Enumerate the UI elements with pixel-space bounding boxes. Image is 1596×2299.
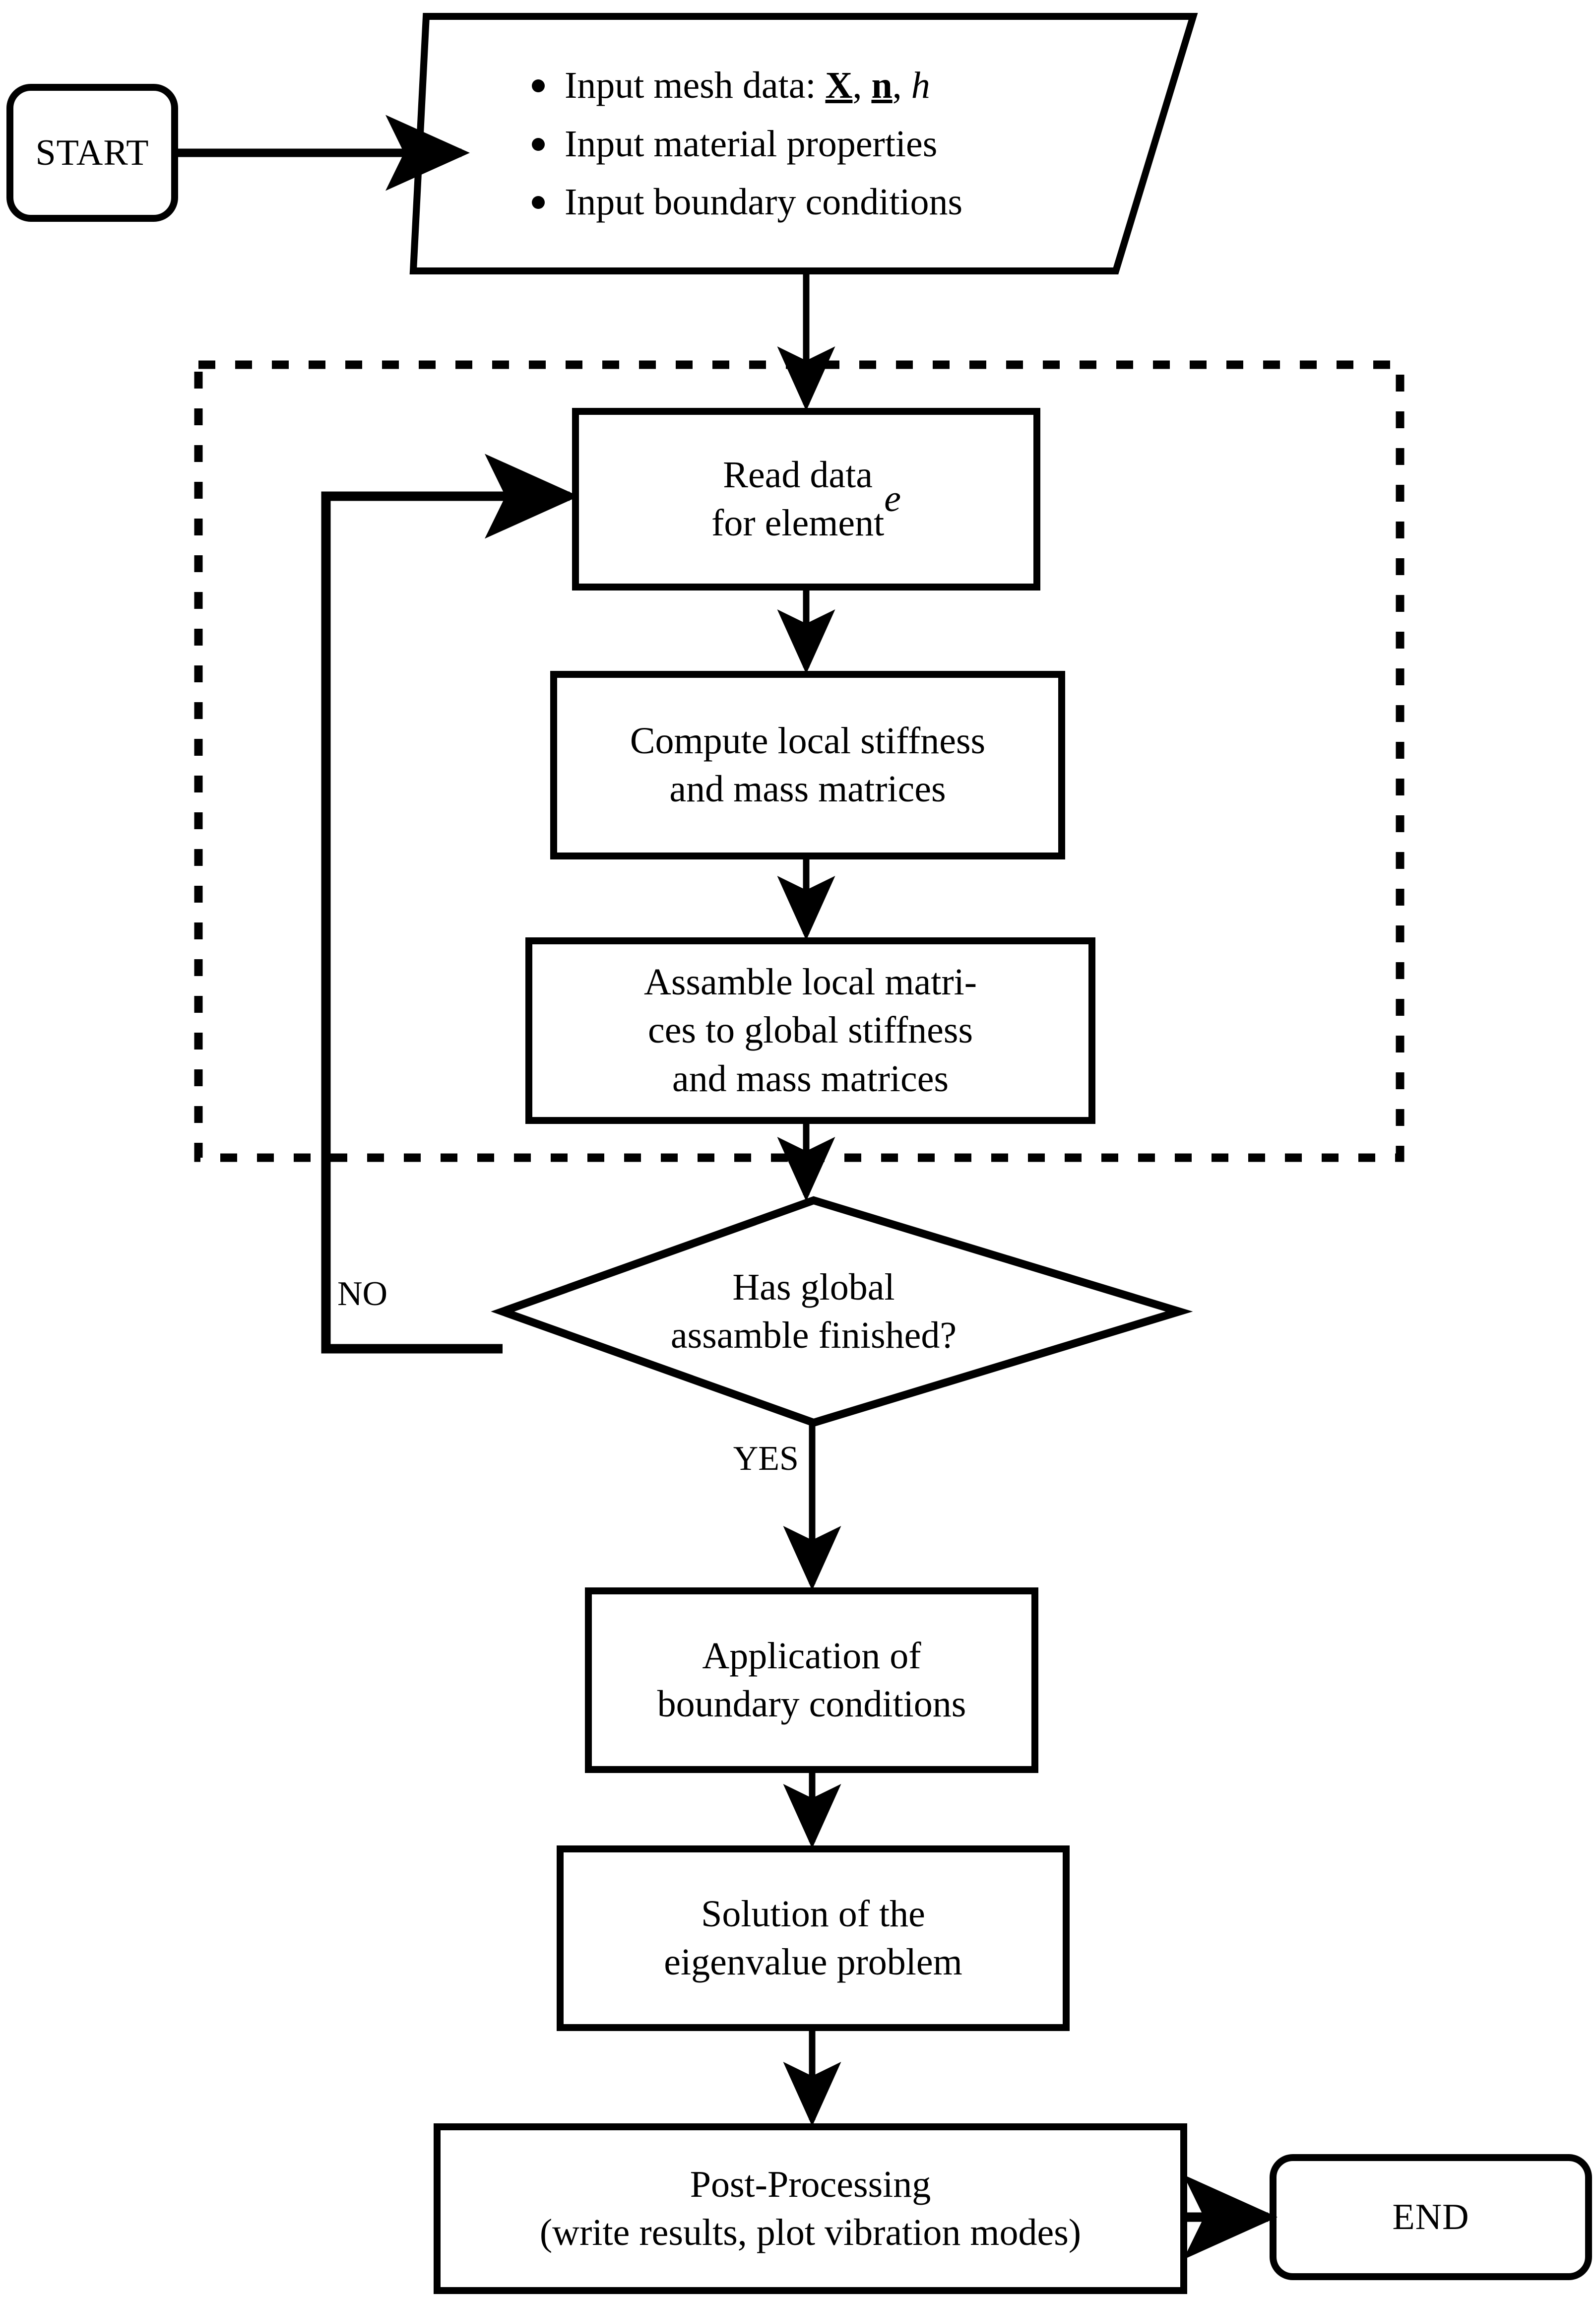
- input-symbol-sep-2: ,: [892, 65, 911, 106]
- input-bullet-mesh-prefix: Input mesh data:: [565, 65, 826, 106]
- end-node-shape[interactable]: [1270, 2154, 1592, 2280]
- assemble-global-node-shape[interactable]: [525, 937, 1095, 1124]
- decision-node-shape[interactable]: [491, 1196, 1193, 1427]
- input-symbol-X: X: [825, 65, 853, 106]
- bullet-point-icon: [532, 196, 545, 209]
- bullet-point-icon: [532, 79, 545, 92]
- bullet-point-icon: [532, 137, 545, 151]
- input-bullet-material-text: Input material properties: [565, 123, 938, 165]
- start-node-shape[interactable]: [6, 84, 178, 222]
- input-symbol-h: h: [911, 65, 930, 106]
- compute-local-node-shape[interactable]: [550, 671, 1065, 859]
- input-bullet-boundary-text: Input boundary conditions: [565, 181, 963, 223]
- solve-eigen-node-shape[interactable]: [557, 1845, 1070, 2031]
- input-node-bullet-list: Input mesh data: X, n, h Input material …: [532, 64, 1187, 225]
- read-data-node-shape[interactable]: [572, 408, 1040, 591]
- input-bullet-boundary-conditions: Input boundary conditions: [532, 180, 1187, 225]
- input-symbol-n: n: [871, 65, 893, 106]
- apply-bc-node-shape[interactable]: [585, 1587, 1038, 1773]
- post-processing-node-shape[interactable]: [434, 2123, 1187, 2294]
- input-bullet-mesh-data: Input mesh data: X, n, h: [532, 64, 1187, 108]
- input-symbol-sep-1: ,: [852, 65, 872, 106]
- input-bullet-material-properties: Input material properties: [532, 122, 1187, 167]
- edge-decision-no-loop: [321, 454, 579, 1354]
